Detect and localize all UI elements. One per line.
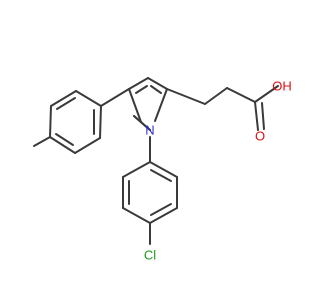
bond-c4-c4b — [147, 77, 168, 90]
nitrogen-label: N — [145, 123, 154, 138]
carbonyl-oxygen-label: O — [255, 129, 265, 144]
bond-tolyl-1 — [99, 105, 102, 139]
bond-tolyl-3 — [49, 136, 76, 154]
bond-aryl-1 — [149, 161, 178, 178]
bond-methyl — [33, 136, 51, 147]
bond-c5-ch2 — [166, 88, 206, 105]
bond-c3-c4 — [128, 77, 149, 90]
bond-c5-c4 — [154, 88, 168, 122]
bond-n-c5 — [133, 115, 151, 131]
bond-tolyl-4 — [49, 105, 52, 138]
bond-c-o-double — [261, 102, 265, 130]
bond-aryl-4 — [122, 207, 151, 224]
bond-c3-c4-double — [135, 85, 148, 94]
bond-ch2-cooh — [226, 87, 256, 103]
bond-c-o — [254, 101, 259, 131]
bond-tolyl-6 — [75, 90, 102, 107]
bond-tolyl-double-2 — [55, 133, 74, 146]
bond-tolyl-5 — [50, 90, 77, 107]
hydroxyl-label: OH — [272, 79, 292, 94]
chlorine-label: Cl — [144, 248, 156, 263]
bond-c-oh — [254, 85, 279, 103]
bond-ch2-ch2 — [204, 87, 228, 105]
bond-tolyl-double-3 — [56, 97, 76, 110]
bond-tolyl-2 — [74, 137, 101, 154]
bond-aryl-3 — [149, 207, 178, 224]
bond-aryl-6 — [122, 161, 151, 178]
bond-aryl-double-2 — [150, 203, 172, 216]
bond-c2-c3 — [128, 88, 142, 123]
molecule-structure: N Cl O OH — [33, 77, 292, 263]
bond-lines — [33, 77, 279, 245]
bond-c2-tolyl — [100, 88, 130, 107]
bond-aryl-double-1 — [150, 169, 172, 182]
bond-c4-c5-double — [150, 85, 162, 94]
